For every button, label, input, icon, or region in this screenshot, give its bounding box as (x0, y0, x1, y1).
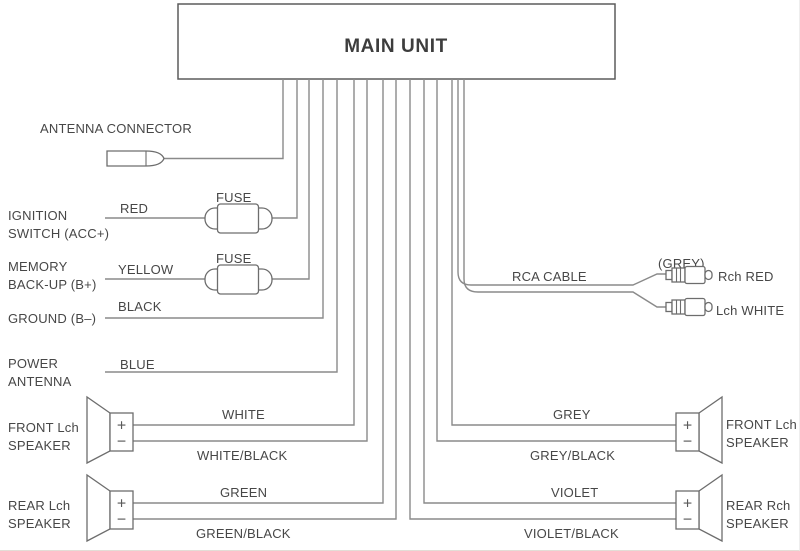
fuse1-label: FUSE (216, 190, 252, 205)
rear-left-speaker: REAR Lch SPEAKER GREEN GREEN/BLACK + − (8, 79, 397, 543)
grey-black-wire-label: GREY/BLACK (530, 448, 615, 463)
green-wire-label: GREEN (220, 485, 267, 500)
memory-label-line2: BACK-UP (B+) (8, 277, 97, 292)
rca-plug-lch-stub (665, 301, 673, 313)
rear-right-speaker: REAR Rch SPEAKER VIOLET VIOLET/BLACK + − (409, 79, 790, 543)
red-wire-label: RED (120, 201, 148, 216)
rca-plug-rch-stub (665, 269, 673, 281)
white-black-wire-label: WHITE/BLACK (197, 448, 287, 463)
violet-black-wire-label: VIOLET/BLACK (524, 526, 619, 541)
front-left-speaker-label-line1: FRONT Lch (8, 420, 79, 435)
front-right-speaker-cone-icon (698, 395, 723, 465)
front-right-speaker: FRONT Lch SPEAKER GREY GREY/BLACK + − (436, 79, 797, 465)
front-left-speaker-cone-icon (86, 395, 111, 465)
rca-plug-rch-barrel (684, 265, 706, 285)
ignition-label-line1: IGNITION (8, 208, 67, 223)
yellow-wire-label: YELLOW (118, 262, 174, 277)
front-left-speaker: FRONT Lch SPEAKER WHITE WHITE/BLACK + − (8, 79, 368, 465)
fuse2-label: FUSE (216, 251, 252, 266)
front-left-speaker-plus: + (117, 418, 126, 435)
front-right-speaker-plus: + (683, 418, 692, 435)
power-antenna-label-line1: POWER (8, 356, 58, 371)
rca-plug-rch-ribs (671, 267, 686, 283)
black-wire-label: BLACK (118, 299, 162, 314)
white-wire (133, 79, 355, 426)
rca-rch-label: Rch RED (718, 269, 774, 284)
rear-right-speaker-minus: − (683, 512, 692, 529)
power-antenna-connection: POWER ANTENNA BLUE (8, 79, 338, 389)
rca-plug-lch-barrel (684, 297, 706, 317)
rear-right-speaker-label-line2: SPEAKER (726, 516, 789, 531)
front-right-speaker-label-line1: FRONT Lch (726, 417, 797, 432)
rear-right-speaker-cone-icon (698, 473, 723, 543)
rca-plug-lch-tip (704, 301, 713, 313)
rca-plug-lch-icon (665, 297, 713, 317)
grey-wire (451, 79, 676, 426)
rear-right-speaker-label-line1: REAR Rch (726, 498, 790, 513)
rear-left-speaker-terminal-box (109, 490, 134, 530)
rca-cable-rch-line (457, 79, 666, 286)
front-right-speaker-terminal-box (675, 412, 700, 452)
main-unit: MAIN UNIT (177, 3, 616, 80)
rear-right-speaker-terminal-box (675, 490, 700, 530)
blue-wire-label: BLUE (120, 357, 155, 372)
front-right-speaker-label-line2: SPEAKER (726, 435, 789, 450)
green-black-wire-label: GREEN/BLACK (196, 526, 291, 541)
antenna-connector: ANTENNA CONNECTOR (40, 79, 284, 167)
rca-plug-rch-icon (665, 265, 713, 285)
rear-left-speaker-label-line1: REAR Lch (8, 498, 70, 513)
rca-plug-rch-tip (704, 269, 713, 281)
rear-right-speaker-plus: + (683, 496, 692, 513)
memory-label-line1: MEMORY (8, 259, 68, 274)
main-unit-box (177, 3, 616, 80)
ground-connection: GROUND (B–) BLACK (8, 79, 324, 326)
green-wire (133, 79, 384, 504)
black-wire (105, 79, 324, 319)
rear-left-speaker-minus: − (117, 512, 126, 529)
ignition-connection: IGNITION SWITCH (ACC+) RED FUSE (8, 79, 298, 241)
front-left-speaker-minus: − (117, 434, 126, 451)
rca-cable-lch-line (463, 79, 666, 308)
violet-wire-label: VIOLET (551, 485, 598, 500)
rear-left-speaker-label-line2: SPEAKER (8, 516, 71, 531)
memory-backup-connection: MEMORY BACK-UP (B+) YELLOW FUSE (8, 79, 310, 295)
fuse2-body-icon (216, 264, 260, 295)
rca-plug-lch-ribs (671, 299, 686, 315)
white-black-wire (133, 79, 368, 442)
front-left-speaker-terminal-box (109, 412, 134, 452)
power-antenna-label-line2: ANTENNA (8, 374, 72, 389)
grey-wire-label: GREY (553, 407, 591, 422)
antenna-plug-icon (106, 150, 165, 167)
yellow-wire (105, 79, 310, 280)
ignition-label-line2: SWITCH (ACC+) (8, 226, 109, 241)
fuse1-body-icon (216, 203, 260, 234)
rear-left-speaker-plus: + (117, 496, 126, 513)
rca-lch-label: Lch WHITE (716, 303, 784, 318)
grey-black-wire (436, 79, 676, 442)
antenna-wire (162, 79, 284, 160)
violet-wire (423, 79, 676, 504)
front-right-speaker-minus: − (683, 434, 692, 451)
ground-label: GROUND (B–) (8, 311, 96, 326)
main-unit-title: MAIN UNIT (344, 36, 448, 57)
green-black-wire (133, 79, 397, 520)
red-wire (105, 79, 298, 219)
rca-cable-label: RCA CABLE (512, 269, 587, 284)
front-left-speaker-label-line2: SPEAKER (8, 438, 71, 453)
blue-wire (105, 79, 338, 373)
violet-black-wire (409, 79, 676, 520)
rca-cable: RCA CABLE (GREY) Rch RED Lch WHITE (457, 79, 784, 318)
antenna-connector-label: ANTENNA CONNECTOR (40, 121, 192, 136)
white-wire-label: WHITE (222, 407, 265, 422)
rear-left-speaker-cone-icon (86, 473, 111, 543)
